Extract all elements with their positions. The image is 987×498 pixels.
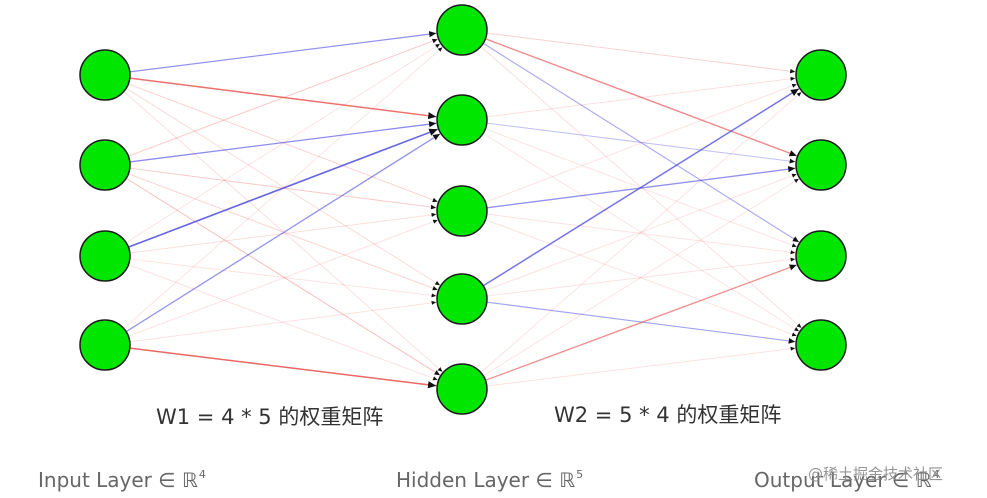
w1-edge-4-3 bbox=[128, 219, 438, 337]
w2-edge-2-4 bbox=[482, 132, 800, 332]
w2-edge-2-1 bbox=[486, 76, 796, 118]
input-layer-dimension: 4 bbox=[198, 468, 206, 481]
hidden-neuron-4 bbox=[436, 273, 488, 325]
w2-edge-5-1 bbox=[480, 91, 802, 373]
w1-edge-2-4 bbox=[128, 173, 438, 291]
output-neuron-3 bbox=[795, 230, 847, 282]
w2-edge-5-3 bbox=[485, 264, 797, 381]
w2-edge-2-2 bbox=[486, 122, 796, 164]
w2-edge-4-3 bbox=[486, 257, 796, 297]
w2-edge-3-1 bbox=[485, 83, 797, 203]
w2-edge-4-2 bbox=[485, 173, 797, 291]
input-neuron-2 bbox=[79, 139, 131, 191]
w1-edge-3-1 bbox=[125, 43, 441, 243]
input-layer-label: Input Layer ∈ ℝ4 bbox=[38, 468, 206, 492]
output-neuron-1 bbox=[795, 49, 847, 101]
watermark: @稀土掘金技术社区 bbox=[808, 465, 944, 483]
w2-edge-1-3 bbox=[482, 42, 800, 243]
w1-connections bbox=[123, 31, 443, 389]
output-layer-dimension: 4 bbox=[932, 468, 940, 481]
hidden-layer-label: Hidden Layer ∈ ℝ5 bbox=[396, 468, 583, 492]
output-layer-label: Output Layer ∈ ℝ4 bbox=[754, 468, 940, 492]
w2-edge-4-4 bbox=[486, 301, 796, 344]
w2-edge-4-1 bbox=[482, 88, 800, 287]
w1-edge-3-5 bbox=[128, 264, 438, 381]
hidden-neuron-3 bbox=[436, 185, 488, 237]
hidden-neuron-5 bbox=[436, 363, 488, 415]
hidden-neuron-2 bbox=[436, 94, 488, 146]
w2-edge-1-1 bbox=[486, 32, 796, 74]
w1-edge-1-1 bbox=[129, 31, 437, 73]
hidden-neuron-1 bbox=[436, 4, 488, 56]
neurons bbox=[79, 4, 847, 415]
w1-edge-4-2 bbox=[125, 133, 441, 333]
w1-edge-3-2 bbox=[128, 128, 438, 248]
w1-edge-4-5 bbox=[129, 347, 437, 389]
input-neuron-4 bbox=[79, 319, 131, 371]
hidden-layer-text: Hidden Layer ∈ ℝ bbox=[396, 468, 576, 492]
w1-edge-4-4 bbox=[129, 300, 437, 343]
w1-edge-1-5 bbox=[123, 91, 443, 373]
w2-caption: W2 = 5 * 4 的权重矩阵 bbox=[554, 403, 782, 427]
w1-edge-4-1 bbox=[123, 46, 443, 329]
w1-edge-3-3 bbox=[129, 212, 437, 254]
hidden-layer-dimension: 5 bbox=[576, 468, 584, 481]
w2-edge-3-3 bbox=[486, 213, 796, 255]
w1-edge-2-5 bbox=[125, 177, 441, 376]
w1-edge-3-4 bbox=[129, 258, 437, 298]
output-neuron-2 bbox=[795, 139, 847, 191]
input-neuron-3 bbox=[79, 230, 131, 282]
w1-edge-2-2 bbox=[129, 121, 437, 163]
input-neuron-1 bbox=[79, 49, 131, 101]
w2-connections bbox=[480, 32, 802, 387]
output-layer-text: Output Layer ∈ ℝ bbox=[754, 468, 932, 492]
w2-edge-3-4 bbox=[485, 219, 797, 337]
w2-edge-5-2 bbox=[482, 178, 800, 377]
w2-edge-1-2 bbox=[485, 38, 797, 157]
w1-edge-1-2 bbox=[129, 77, 437, 120]
w2-edge-5-4 bbox=[486, 346, 796, 387]
output-neuron-4 bbox=[795, 319, 847, 371]
w1-edge-2-1 bbox=[128, 38, 438, 157]
w1-edge-1-4 bbox=[125, 87, 441, 286]
w1-caption: W1 = 4 * 5 的权重矩阵 bbox=[156, 405, 384, 429]
input-layer-text: Input Layer ∈ ℝ bbox=[38, 468, 198, 492]
